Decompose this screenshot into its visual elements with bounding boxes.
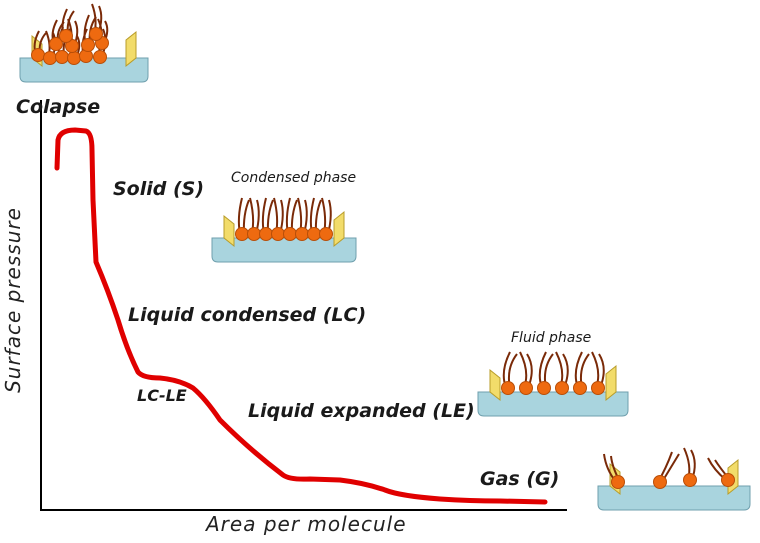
phase-label-liquid-condensed: Liquid condensed (LC)	[128, 304, 367, 326]
lipid-head	[501, 381, 515, 395]
barrier-left	[489, 368, 501, 402]
lipid-head	[721, 473, 735, 487]
lipid-head	[295, 227, 309, 241]
lipid-head	[519, 381, 533, 395]
water-trough	[597, 485, 751, 511]
barrier-left	[223, 214, 235, 248]
isotherm-curve	[54, 127, 548, 505]
phase-label-liquid-expanded: Liquid expanded (LE)	[248, 400, 475, 422]
lipid-head	[611, 475, 625, 489]
phase-label-gas: Gas (G)	[480, 468, 560, 490]
lipid-head	[67, 51, 81, 65]
lipid-head	[43, 51, 57, 65]
lipid-head	[573, 381, 587, 395]
phase-label-lc-le: LC-LE	[137, 386, 187, 405]
lipid-head	[307, 227, 321, 241]
lipid-head	[319, 227, 333, 241]
lipid-head	[259, 227, 273, 241]
lipid-head	[59, 29, 73, 43]
lipid-head	[247, 227, 261, 241]
barrier-right	[605, 364, 617, 402]
lipid-head	[283, 227, 297, 241]
lipid-head	[93, 50, 107, 64]
lipid-head	[683, 473, 697, 487]
phase-label-solid: Solid (S)	[113, 178, 205, 200]
lipid-head	[89, 27, 103, 41]
water-trough	[477, 391, 629, 417]
phase-label-collapse: Colapse	[16, 96, 101, 118]
caption-condensed-phase: Condensed phase	[231, 170, 357, 186]
lipid-head	[271, 227, 285, 241]
barrier-right	[333, 210, 345, 248]
caption-fluid-phase: Fluid phase	[511, 330, 592, 346]
lipid-head	[31, 48, 45, 62]
gas-monolayer-illustration	[597, 447, 751, 511]
lipid-head	[555, 381, 569, 395]
x-axis-label: Area per molecule	[206, 512, 407, 536]
collapse-monolayer-illustration	[19, 3, 149, 83]
lipid-head	[235, 227, 249, 241]
lipid-head	[55, 50, 69, 64]
lipid-head	[49, 37, 63, 51]
water-trough	[211, 237, 357, 263]
lipid-head	[537, 381, 551, 395]
lipid-head	[591, 381, 605, 395]
y-axis-label: Surface pressure	[1, 207, 25, 393]
lipid-head	[653, 475, 667, 489]
condensed-monolayer-illustration	[211, 197, 357, 263]
barrier-right	[125, 30, 137, 68]
fluid-monolayer-illustration	[477, 351, 629, 417]
lipid-head	[81, 38, 95, 52]
